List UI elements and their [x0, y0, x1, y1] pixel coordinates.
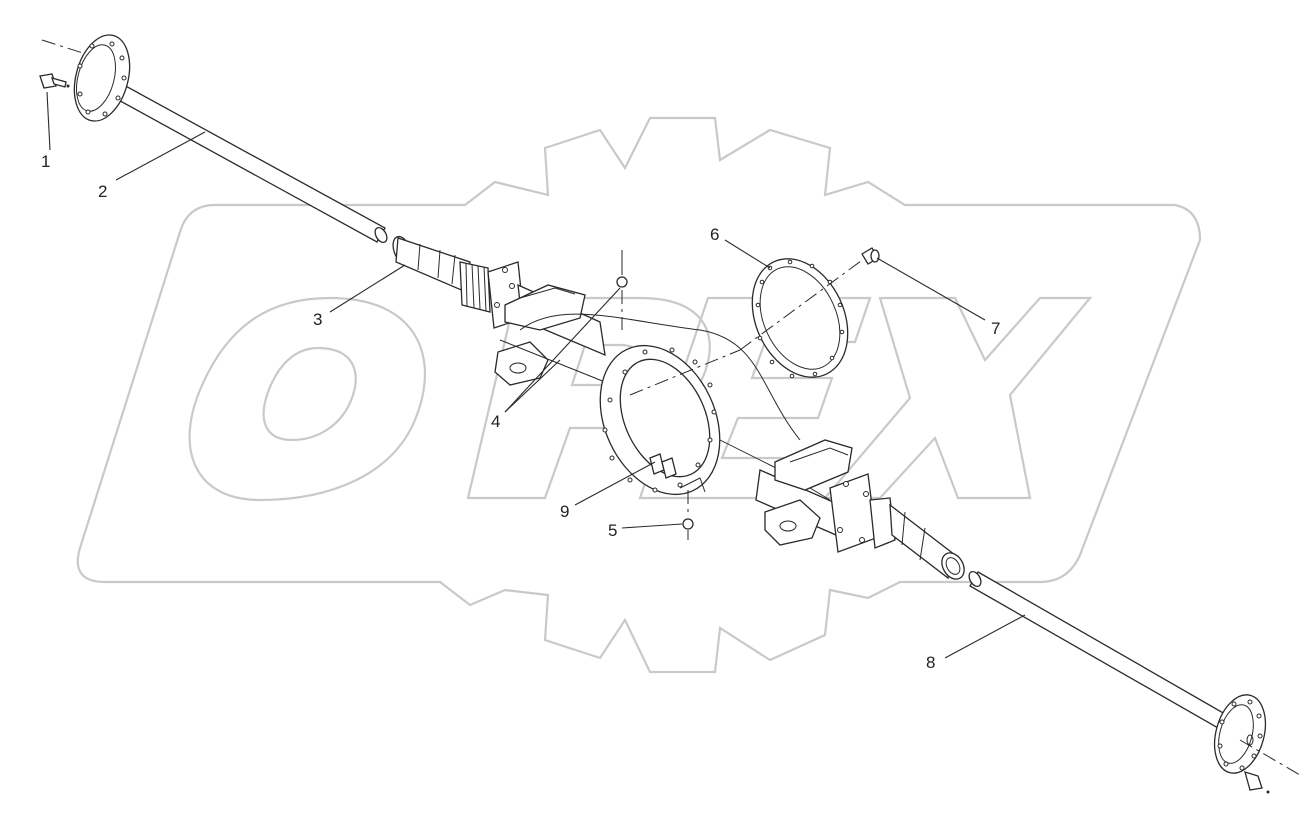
- part-label-2: 2: [98, 182, 107, 201]
- opex-watermark: [76, 116, 1202, 674]
- drain-plug: [682, 490, 694, 540]
- leader-lines: [46, 91, 1026, 659]
- carrier-cover: [751, 258, 849, 379]
- differential-carrier-ring: [599, 344, 721, 496]
- watermark-letter-o-inner: [262, 346, 357, 442]
- part-label-8: 8: [926, 653, 935, 672]
- left-spindle: [392, 235, 491, 313]
- part-label-7: 7: [991, 319, 1000, 338]
- watermark-letter-o: [188, 296, 427, 502]
- part-label-5: 5: [608, 521, 617, 540]
- part-label-6: 6: [710, 225, 719, 244]
- left-axle-shaft: [41, 34, 388, 244]
- part-label-4: 4: [491, 412, 500, 431]
- part-label-9: 9: [560, 502, 569, 521]
- axle-housing: [392, 235, 965, 580]
- gear-outline: [76, 116, 1202, 674]
- left-flange-bolt: [39, 73, 70, 89]
- part-labels: 1 2 3 4 5 6 7 8 9: [41, 152, 1000, 672]
- right-flange: [1213, 694, 1267, 774]
- part-label-1: 1: [41, 152, 50, 171]
- right-spindle: [869, 497, 965, 580]
- breather-valve: [616, 250, 628, 330]
- part-label-3: 3: [313, 310, 322, 329]
- right-axle-shaft: [968, 570, 1301, 794]
- left-flange: [73, 34, 131, 122]
- filler-plug: [861, 247, 880, 265]
- watermark-letter-x: [822, 296, 1093, 500]
